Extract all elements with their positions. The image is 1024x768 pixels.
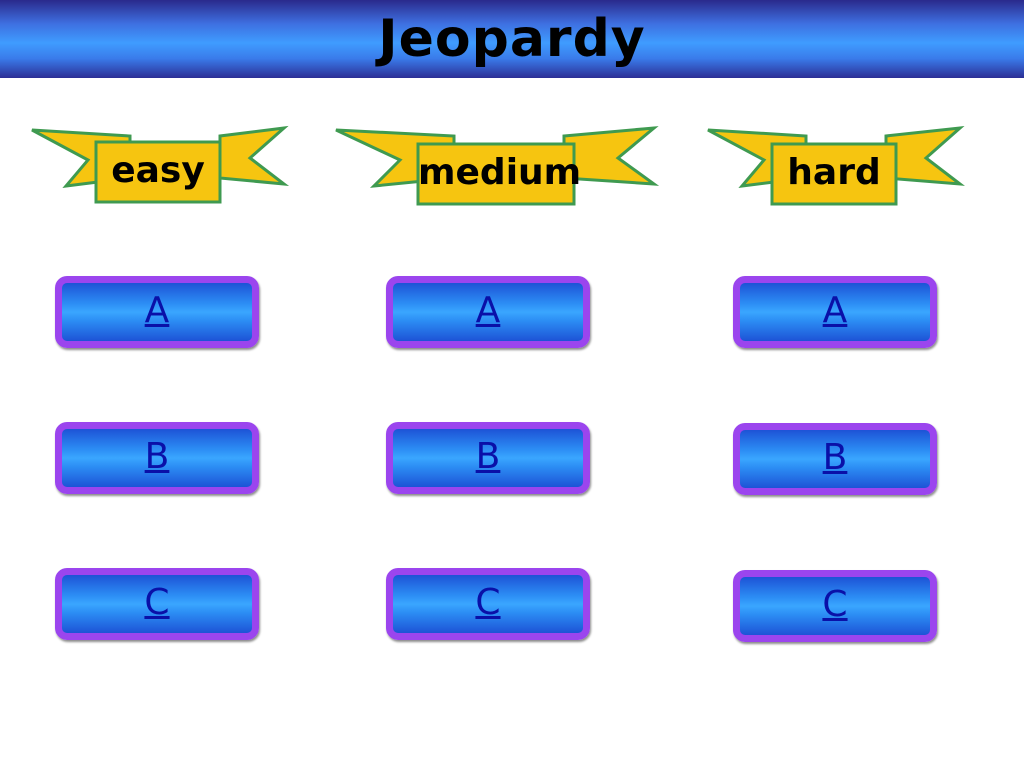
tile-medium-b[interactable]: B (386, 422, 590, 494)
category-label-hard: hard (787, 152, 881, 193)
tile-label: A (822, 290, 848, 331)
title-bar: Jeopardy (0, 0, 1024, 78)
tile-label: B (144, 436, 170, 477)
tile-label: C (144, 582, 170, 623)
tile-label: C (475, 582, 501, 623)
ribbon-banner-icon (707, 126, 965, 206)
tile-label: B (822, 437, 848, 478)
tile-hard-b[interactable]: B (733, 423, 937, 495)
tile-medium-c[interactable]: C (386, 568, 590, 640)
ribbon-banner-icon (31, 125, 290, 204)
category-label-easy: easy (111, 150, 205, 191)
tile-hard-c[interactable]: C (733, 570, 937, 642)
category-banner-easy: easy (30, 120, 290, 204)
tile-easy-c[interactable]: C (55, 568, 259, 640)
tile-label: A (475, 290, 501, 331)
tile-hard-a[interactable]: A (733, 276, 937, 348)
tile-easy-b[interactable]: B (55, 422, 259, 494)
tile-easy-a[interactable]: A (55, 276, 259, 348)
ribbon-banner-icon (335, 126, 660, 206)
tile-medium-a[interactable]: A (386, 276, 590, 348)
tile-label: B (475, 436, 501, 477)
category-banner-medium: medium (334, 120, 660, 206)
tile-label: A (144, 290, 170, 331)
category-banner-hard: hard (706, 120, 965, 206)
category-label-medium: medium (418, 152, 582, 193)
tile-label: C (822, 584, 848, 625)
page-title: Jeopardy (378, 9, 646, 69)
